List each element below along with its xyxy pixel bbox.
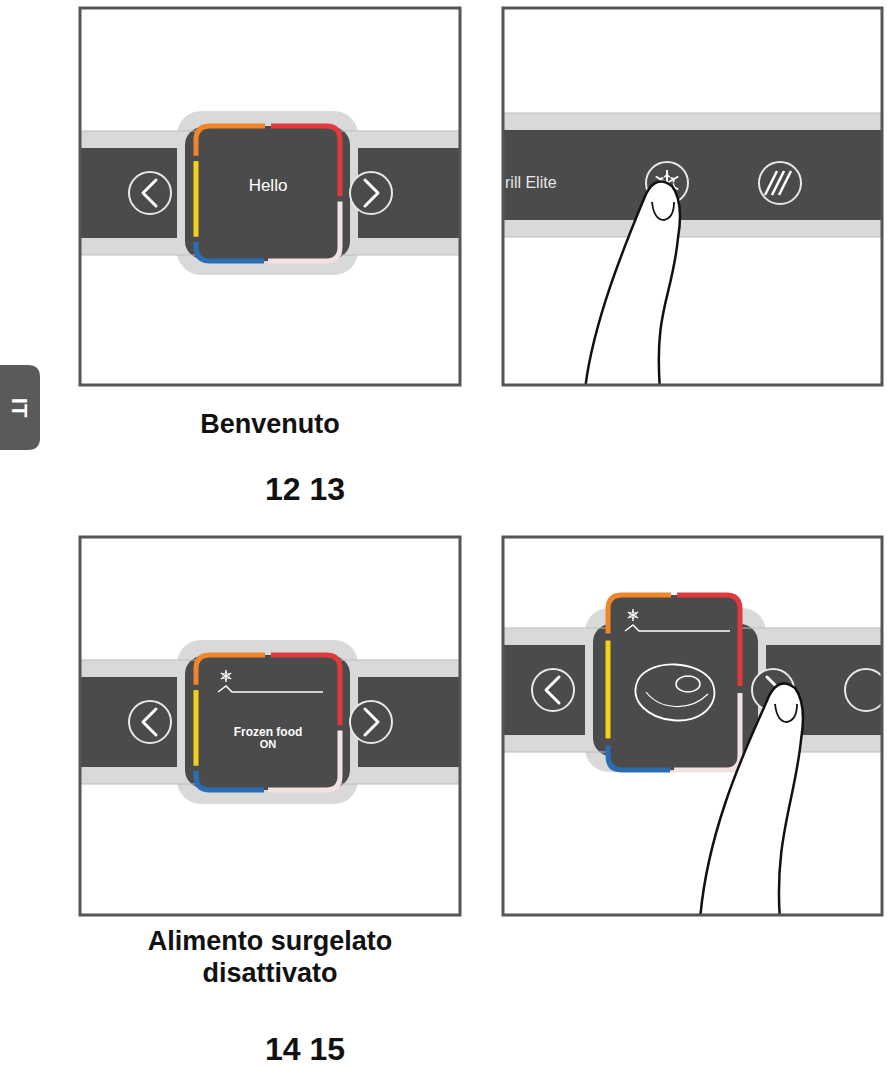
control-band [503,130,882,220]
panel-illustration [80,537,460,915]
snowflake-symbol [221,673,231,679]
steak-icon [636,664,715,720]
display-screen: Hello [198,120,338,251]
display-ring [677,595,740,686]
band-rim [503,113,882,237]
display-text: Frozen food [234,726,303,739]
display-ring [674,693,740,770]
arrow-button [129,172,171,214]
arrow-button [350,172,392,214]
display-ring [196,242,264,261]
snowflake-symbol [628,612,638,618]
temperature-curve [218,686,323,692]
language-tab [0,365,40,450]
display-ring [268,731,340,790]
display-screen [196,655,340,790]
step-numbers: 14 15 [205,1030,405,1068]
display-ring [196,771,264,790]
snowflake-symbol [628,612,638,618]
display-ring [268,202,340,261]
finger-nail [652,202,674,220]
display-ring [608,746,670,771]
language-tab: IT [0,365,40,450]
display-ring [196,126,265,156]
product-name: rill Elite [505,173,605,192]
finger-nail [775,704,797,722]
display-ring [606,641,611,739]
panel-illustration [503,8,882,385]
temperature-curve [625,625,730,631]
display-text: ON [260,739,277,751]
language-code: IT [8,398,31,418]
panel-frame [80,537,460,915]
arrow-button [532,669,574,711]
pointing-finger [700,684,803,916]
display-screen: Frozen foodON [198,648,338,779]
band-bulge [177,640,358,804]
display-ring [194,161,199,237]
band-bulge [177,111,358,275]
display-ring [196,655,265,685]
display-text: Hello [249,177,288,195]
grill-button [759,162,801,204]
next-button [845,669,882,711]
step-caption: Benvenuto [120,408,420,440]
display-ring [271,655,340,725]
display-ring [194,690,199,766]
display-ring [608,595,671,634]
panel-illustration [80,8,460,385]
step-caption: Alimento surgelato disattivato [110,925,430,990]
display-screen [608,595,740,770]
arrow-button [129,701,171,743]
panel-illustration [503,537,882,915]
pointing-finger [585,182,680,386]
display-screen [196,126,340,261]
panel-frame [503,537,882,915]
panel-frame [80,8,460,385]
arrow-button [350,701,392,743]
step-numbers: 12 13 [205,470,405,508]
snowflake-symbol [221,673,231,679]
panel-frame [503,8,882,385]
